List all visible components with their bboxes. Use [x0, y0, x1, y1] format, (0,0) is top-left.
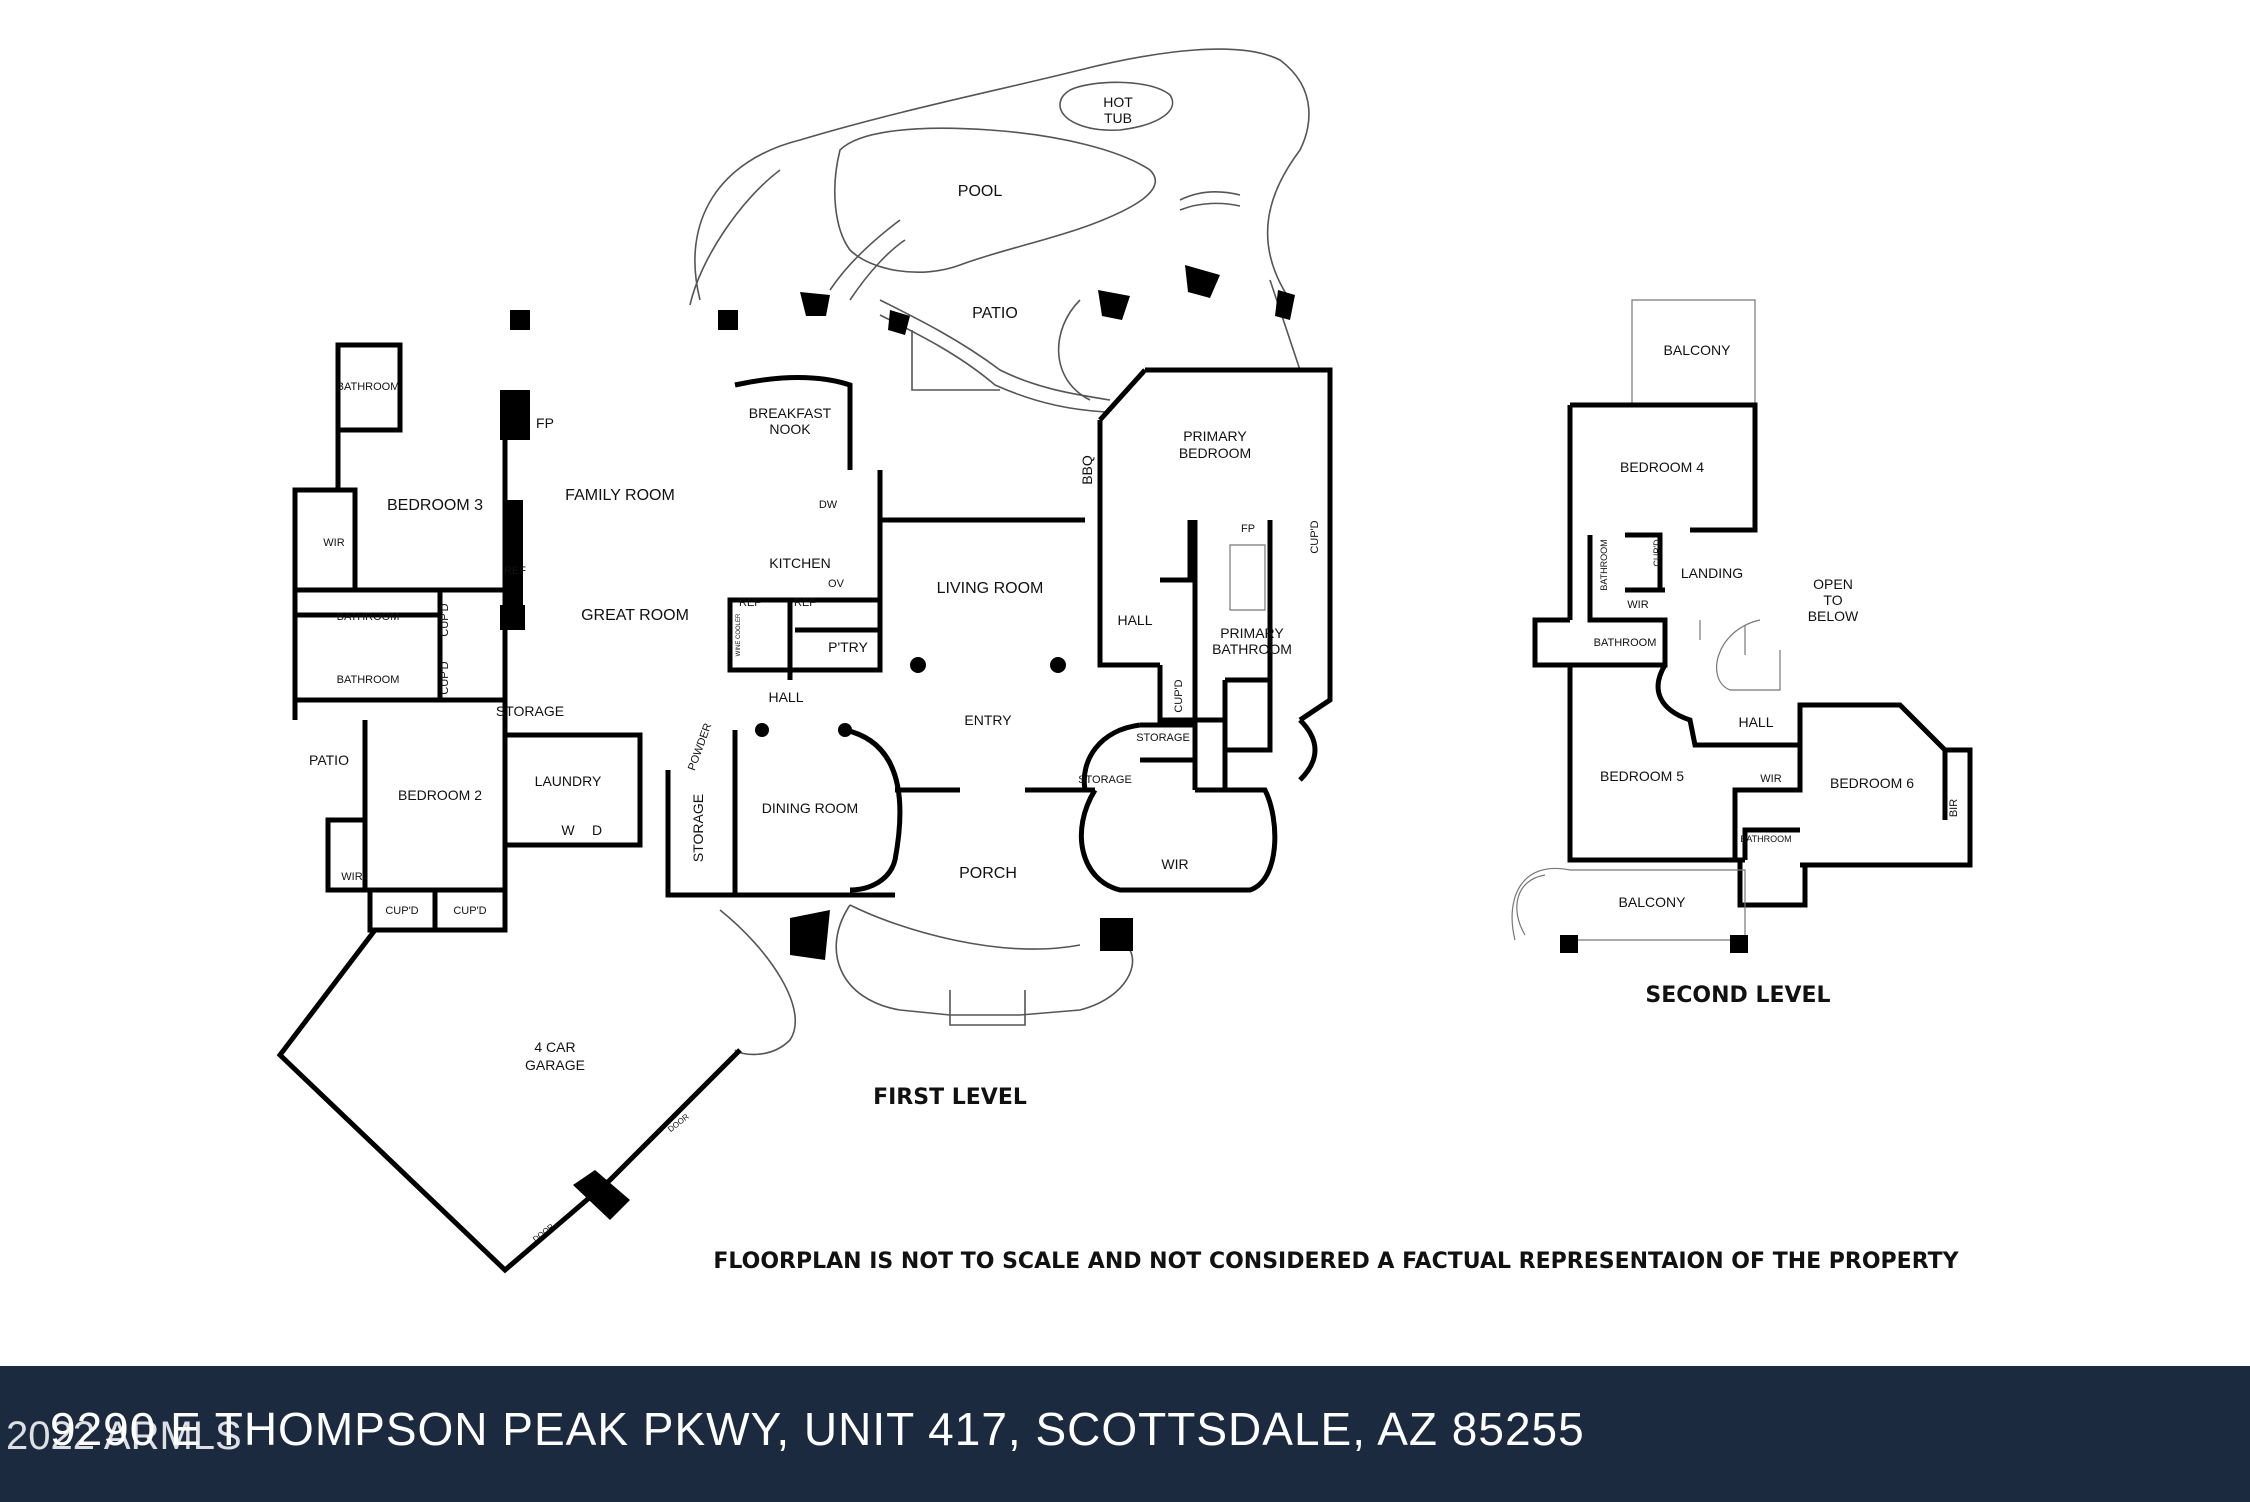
door-a-label: DOOR [531, 1222, 556, 1244]
pantry-label: P'TRY [828, 639, 868, 655]
ref-kitchen-a-label: REF [739, 597, 761, 609]
cupd-c-label: CUP'D [385, 905, 418, 917]
listing-footer-bar: 2022 ARMLS 9290 E THOMPSON PEAK PKWY, UN… [0, 1366, 2250, 1502]
primary-bathroom-label-2: BATHROOM [1212, 641, 1292, 657]
laundry-label: LAUNDRY [535, 773, 602, 789]
wir-up-label: WIR [1627, 599, 1648, 611]
wir-primary-label: WIR [1161, 856, 1188, 872]
entry-label: ENTRY [964, 712, 1012, 728]
breakfast-nook-label-1: BREAKFAST [749, 405, 832, 421]
wine-cooler-label: WINE COOLER [736, 613, 742, 656]
balcony-bottom-label: BALCONY [1619, 894, 1687, 910]
first-level-walls [276, 342, 1333, 1274]
cupd-primary-label: CUP'D [1309, 520, 1321, 553]
primary-bedroom-label-2: BEDROOM [1179, 445, 1251, 461]
pool-label: POOL [958, 183, 1003, 200]
washer-label: W [561, 822, 575, 838]
wir-bed3-label: WIR [323, 537, 344, 549]
hall-up-label: HALL [1738, 714, 1773, 730]
great-room-label: GREAT ROOM [581, 607, 689, 624]
landscape-outlines [689, 48, 1310, 1056]
open-to-below-label-3: BELOW [1808, 608, 1859, 624]
wir-bed5-label: WIR [1760, 773, 1781, 785]
breakfast-nook-label-2: NOOK [769, 421, 811, 437]
patio-side-label: PATIO [309, 752, 349, 768]
dryer-label: D [592, 822, 602, 838]
landing-label: LANDING [1681, 565, 1743, 581]
ref-family-label: REF [504, 565, 526, 577]
door-b-label: DOOR [666, 1112, 691, 1134]
second-level-labels: BALCONY BEDROOM 4 BATHROOM CUP'D WIR LAN… [1594, 342, 1960, 1008]
disclaimer-text: FLOORPLAN IS NOT TO SCALE AND NOT CONSID… [713, 1249, 1959, 1274]
cupd-up-label: CUP'D [1652, 539, 1662, 567]
bathroom-a-label: BATHROOM [337, 611, 400, 623]
bathroom-small-label: BATHROOM [1740, 834, 1791, 844]
hot-tub-label-1: HOT [1103, 94, 1133, 110]
ov-label: OV [828, 578, 845, 590]
bedroom-3-label: BEDROOM 3 [387, 497, 483, 514]
open-to-below-label-1: OPEN [1813, 576, 1853, 592]
primary-bathroom-label-1: PRIMARY [1220, 625, 1284, 641]
storage-primary-label: STORAGE [1136, 732, 1190, 744]
bathroom-nw-label: BATHROOM [337, 381, 400, 393]
cupd-d-label: CUP'D [453, 905, 486, 917]
bbq-label: BBQ [1079, 455, 1095, 485]
porch-label: PORCH [959, 865, 1017, 882]
first-level-labels: HOT TUB POOL PATIO BATHROOM BREAKFAST NO… [309, 94, 1321, 1244]
storage-tall-label: STORAGE [690, 794, 706, 862]
ref-kitchen-b-label: REF [794, 597, 816, 609]
first-level-title: FIRST LEVEL [873, 1085, 1027, 1110]
patio-rear-label: PATIO [972, 305, 1018, 322]
dining-room-label: DINING ROOM [762, 800, 858, 816]
bedroom-5-label: BEDROOM 5 [1600, 768, 1684, 784]
storage-stair-label: STORAGE [496, 703, 564, 719]
property-address: 9290 E THOMPSON PEAK PKWY, UNIT 417, SCO… [50, 1403, 1585, 1455]
cupd-b-label: CUP'D [439, 661, 451, 694]
powder-label: POWDER [686, 722, 714, 773]
hall-primary-label: HALL [1117, 612, 1152, 628]
cupd-a-label: CUP'D [439, 603, 451, 636]
bedroom-4-label: BEDROOM 4 [1620, 459, 1704, 475]
second-level-walls [1511, 299, 1973, 953]
bathroom-b-label: BATHROOM [337, 674, 400, 686]
kitchen-label: KITCHEN [769, 555, 830, 571]
fp-label: FP [536, 415, 554, 431]
dw-label: DW [819, 499, 838, 511]
bir-label: BIR [1948, 799, 1960, 817]
copyright-watermark: 2022 ARMLS [6, 1414, 242, 1458]
family-room-label: FAMILY ROOM [565, 487, 675, 504]
bathroom-vertical-label: BATHROOM [1599, 539, 1609, 590]
structural-columns [500, 265, 1295, 1220]
second-level-title: SECOND LEVEL [1645, 983, 1830, 1008]
primary-bedroom-label-1: PRIMARY [1183, 428, 1247, 444]
living-room-label: LIVING ROOM [937, 580, 1044, 597]
floorplan-drawing: HOT TUB POOL PATIO BATHROOM BREAKFAST NO… [276, 48, 1973, 1274]
balcony-top-label: BALCONY [1664, 342, 1732, 358]
garage-label-2: GARAGE [525, 1057, 585, 1073]
garage-label-1: 4 CAR [534, 1039, 575, 1055]
wir-bed2-label: WIR [341, 871, 362, 883]
cupd-hall-label: CUP'D [1173, 679, 1185, 712]
bedroom-2-label: BEDROOM 2 [398, 787, 482, 803]
hall-label: HALL [768, 689, 803, 705]
storage-wir-label: STORAGE [1078, 774, 1132, 786]
bedroom-6-label: BEDROOM 6 [1830, 775, 1914, 791]
fp-primary-label: FP [1241, 523, 1255, 535]
hot-tub-label-2: TUB [1104, 110, 1132, 126]
open-to-below-label-2: TO [1823, 592, 1842, 608]
bathroom-up-label: BATHROOM [1594, 637, 1657, 649]
